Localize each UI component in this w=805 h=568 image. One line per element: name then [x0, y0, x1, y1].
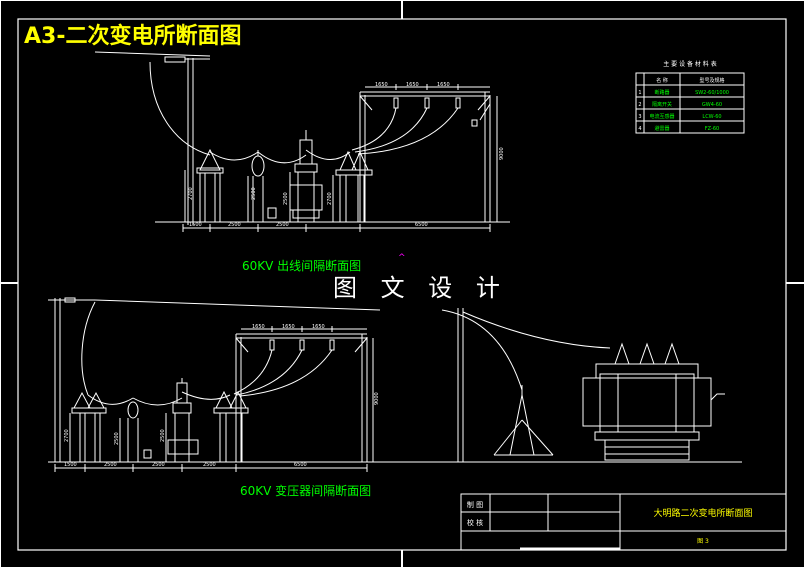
upper-dim-bottom-2: 2500	[228, 222, 241, 228]
lower-gantry	[233, 333, 374, 462]
upper-dim-h-5: 9000	[499, 147, 505, 160]
upper-dim-h-3: 2500	[283, 192, 289, 205]
sheet-number: 图 3	[697, 538, 709, 545]
upper-dimension-labels: 1650 1650 1650 1500 2500 2500 6500 2700 …	[188, 82, 505, 228]
upper-equipment-1	[196, 148, 224, 222]
upper-dim-bottom-3: 2500	[276, 222, 289, 228]
upper-gantry	[351, 91, 498, 222]
table-title: 主 要 设 备 材 料 表	[663, 60, 716, 68]
upper-dim-bottom-1: 1500	[189, 222, 202, 228]
upper-section-caption: 60KV 出线间隔断面图	[242, 258, 361, 273]
lower-dim-bottom-5: 6500	[294, 462, 307, 468]
upper-dim-h-2: 2500	[251, 187, 257, 200]
table-row-3-no: 3	[638, 114, 641, 120]
marker-caret: ^	[398, 253, 406, 263]
upper-dim-top-2: 1650	[406, 82, 419, 88]
table-row-3-name: 电流互感器	[649, 113, 674, 120]
lower-dim-top-2: 1650	[282, 324, 295, 330]
upper-dim-h-1: 2700	[188, 187, 194, 200]
sheet-title: A3-二次变电所断面图	[24, 23, 241, 49]
upper-dim-top-3: 1650	[437, 82, 450, 88]
table-row-2-spec: GW4-60	[702, 102, 722, 108]
lower-section-drawing	[48, 297, 742, 472]
upper-dim-bottom-4: 6500	[415, 222, 428, 228]
upper-equipment-4	[335, 150, 373, 222]
table-row-0-spec: 型号及规格	[699, 77, 724, 84]
lower-equipment-1	[71, 391, 107, 462]
table-row-1-spec: SW2-60/1000	[695, 90, 729, 96]
title-block: 制 图 校 核 大明路二次变电所断面图 图 3	[460, 493, 787, 551]
table-row-0-name: 名 称	[656, 77, 668, 84]
drawn-by-label: 制 图	[467, 500, 483, 509]
upper-equipment-2	[251, 150, 277, 222]
upper-dim-h-4: 2700	[327, 192, 333, 205]
upper-section-drawing	[94, 51, 510, 232]
lower-dim-bottom-1: 1500	[64, 462, 77, 468]
table-row-3-spec: LCW-60	[702, 114, 721, 120]
lower-section-caption: 60KV 变压器间隔断面图	[240, 483, 371, 498]
watermark: 图 文 设 计	[333, 274, 508, 302]
lower-dim-bottom-2: 2500	[104, 462, 117, 468]
lower-dimension-labels: 1650 1650 1650 1500 2500 2500 2500 6500 …	[64, 324, 380, 468]
equipment-table: 主 要 设 备 材 料 表 名 称 型号及规格 1 断路器 SW2-60/100…	[635, 60, 745, 134]
lower-dim-h-1: 2700	[64, 429, 70, 442]
lower-dim-h-4: 9000	[374, 392, 380, 405]
checked-by-label: 校 核	[467, 518, 483, 527]
lower-dim-bottom-4: 2500	[203, 462, 216, 468]
table-row-1-name: 断路器	[654, 89, 669, 96]
upper-equipment-3	[289, 130, 323, 222]
lower-transformer-bay	[441, 308, 725, 462]
table-row-1-no: 1	[638, 90, 641, 96]
table-row-2-no: 2	[638, 102, 641, 108]
lower-dim-top-1: 1650	[252, 324, 265, 330]
lower-equipment-4	[213, 390, 249, 462]
lower-equipment-3	[167, 378, 199, 462]
table-row-4-name: 避雷器	[654, 125, 669, 132]
project-name: 大明路二次变电所断面图	[653, 507, 752, 519]
lower-equipment-2	[127, 401, 152, 462]
lower-dim-h-3: 2500	[160, 429, 166, 442]
upper-dim-top-1: 1650	[375, 82, 388, 88]
table-row-4-spec: FZ-60	[705, 126, 719, 132]
table-row-2-name: 隔离开关	[652, 101, 672, 108]
lower-dim-bottom-3: 2500	[152, 462, 165, 468]
table-row-4-no: 4	[638, 126, 641, 132]
lower-dim-top-3: 1650	[312, 324, 325, 330]
lower-dim-h-2: 2500	[114, 432, 120, 445]
